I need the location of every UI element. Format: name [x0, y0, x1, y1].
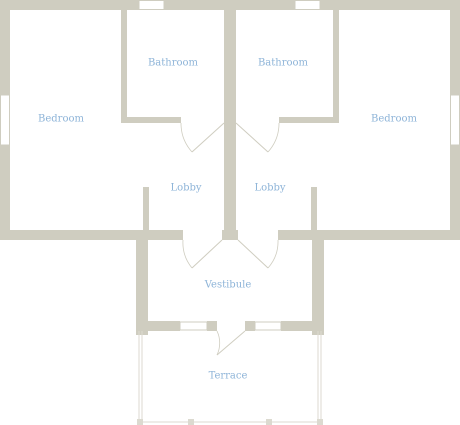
label-lobby-left: Lobby — [170, 183, 201, 194]
window-left-wall — [0, 94, 10, 146]
door-bath-right-swing — [267, 122, 280, 153]
wall-vestibule-bottom-1 — [136, 321, 180, 331]
window-vestibule-right — [254, 321, 282, 331]
door-bath-left-swing — [180, 122, 193, 153]
door-lobby-right-swing — [267, 239, 279, 269]
terrace-post-4 — [317, 419, 323, 425]
wall-center — [224, 0, 236, 240]
door-bath-right — [235, 122, 269, 153]
door-lobby-right — [237, 239, 269, 269]
wall-bath-right-bottom — [279, 117, 339, 123]
doors — [180, 122, 280, 356]
wall-bath-left-bottom — [121, 117, 181, 123]
label-bedroom-left: Bedroom — [38, 114, 84, 125]
wall-vestibule-bottom-4 — [281, 321, 324, 331]
wall-bath-right-side — [333, 0, 339, 122]
door-entrance — [216, 330, 246, 356]
window-top-right — [294, 0, 321, 10]
terrace-post-2 — [188, 419, 194, 425]
wall-vestibule-bottom-2 — [207, 321, 217, 331]
wall-lobby-right — [311, 187, 317, 235]
door-lobby-left — [191, 239, 223, 269]
wall-vestibule-right — [312, 235, 324, 335]
terrace-post-1 — [137, 419, 143, 425]
label-bathroom-right: Bathroom — [258, 58, 309, 69]
terrace-outline — [137, 331, 323, 425]
wall-bath-left-side — [121, 0, 127, 122]
label-lobby-right: Lobby — [254, 183, 285, 194]
terrace-post-3 — [266, 419, 272, 425]
wall-bottom-left — [0, 230, 183, 240]
wall-bottom-right — [278, 230, 460, 240]
label-bedroom-right: Bedroom — [371, 114, 417, 125]
label-bathroom-left: Bathroom — [148, 58, 199, 69]
wall-lobby-left — [143, 187, 149, 235]
label-terrace: Terrace — [209, 371, 248, 382]
wall-vestibule-left — [136, 235, 148, 335]
door-bath-left — [191, 122, 225, 153]
window-right-wall — [450, 94, 460, 146]
door-entrance-swing — [216, 330, 221, 356]
room-labels: Bedroom Bathroom Bathroom Bedroom Lobby … — [38, 58, 417, 382]
label-vestibule: Vestibule — [204, 280, 252, 291]
window-vestibule-left — [179, 321, 208, 331]
door-lobby-left-swing — [182, 239, 193, 269]
window-top-left — [138, 0, 165, 10]
wall-vestibule-bottom-3 — [245, 321, 255, 331]
windows — [0, 0, 460, 331]
